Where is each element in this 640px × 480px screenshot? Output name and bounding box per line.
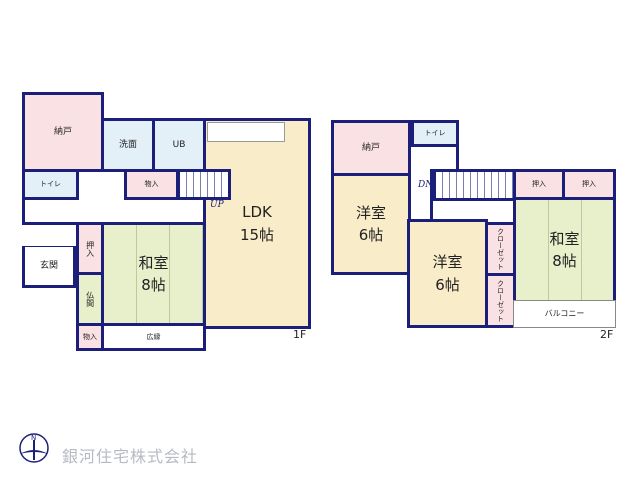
room-toilet-2f: トイレ — [411, 120, 459, 147]
room-oshiire-1f: 押入 — [76, 222, 104, 275]
room-label: トイレ — [424, 129, 446, 138]
floor-label-2f: 2F — [600, 328, 614, 341]
room-label: 玄関 — [39, 260, 58, 271]
room-size: 6帖 — [358, 226, 384, 244]
balcony: バルコニー — [513, 300, 616, 328]
room-label: 納戸 — [361, 142, 380, 153]
room-label: 広縁 — [146, 332, 161, 341]
room-label: 洋室 — [355, 203, 386, 222]
room-storage-1f: 納戸 — [22, 92, 104, 172]
floor-label-1f: 1F — [293, 328, 307, 341]
stairs-down-label: DN — [418, 180, 434, 190]
stairs-up-label: UP — [210, 200, 224, 210]
room-ldk: LDK 15帖 — [203, 118, 311, 329]
room-washitsu-1f: 和室 8帖 — [101, 222, 206, 326]
room-size: 15帖 — [239, 225, 275, 244]
room-label: 和室 — [138, 253, 169, 272]
room-bath: UB — [152, 118, 206, 172]
room-storage-2f: 納戸 — [331, 120, 411, 176]
room-label: 押入 — [532, 180, 546, 189]
room-size: 6帖 — [435, 275, 460, 294]
room-size: 8帖 — [141, 276, 166, 294]
room-label: クローゼット — [496, 279, 505, 322]
kitchen-counter — [207, 122, 285, 142]
room-label: 押入 — [85, 240, 95, 257]
room-western1: 洋室 6帖 — [331, 173, 411, 275]
room-label: 納戸 — [53, 126, 72, 137]
room-butsuma: 仏間 — [76, 272, 104, 326]
room-washroom: 洗面 — [101, 118, 155, 172]
compass-icon: N — [17, 430, 51, 464]
room-western2: 洋室 6帖 — [407, 219, 488, 328]
room-label: クローゼット — [496, 228, 505, 270]
room-closet2-1f: 物入 — [76, 323, 104, 351]
room-closet-1f: 物入 — [124, 169, 179, 200]
room-oshiire1-2f: 押入 — [513, 169, 565, 200]
room-label: 物入 — [83, 332, 97, 341]
compass-north-label: N — [31, 434, 36, 442]
stairs-1f — [177, 169, 231, 200]
room-label: 押入 — [582, 180, 596, 189]
room-entrance: 玄関 — [22, 246, 76, 288]
room-toilet-1f: トイレ — [22, 169, 79, 200]
room-closet2-2f: クローゼット — [485, 273, 516, 328]
room-label: 洗面 — [118, 139, 137, 150]
room-hiroen: 広縁 — [101, 323, 206, 351]
company-name: 銀河住宅株式会社 — [62, 447, 199, 466]
room-label: LDK — [242, 203, 272, 221]
room-label: バルコニー — [544, 309, 585, 319]
room-label: UB — [172, 139, 186, 150]
room-label: 物入 — [144, 180, 159, 189]
room-label: トイレ — [40, 180, 61, 189]
room-closet1-2f: クローゼット — [485, 222, 516, 276]
room-size: 8帖 — [552, 252, 577, 270]
stairs-2f — [433, 169, 516, 201]
room-washitsu-2f: 和室 8帖 — [513, 197, 616, 303]
room-oshiire2-2f: 押入 — [562, 169, 616, 200]
room-label: 仏間 — [85, 291, 95, 307]
room-label: 和室 — [549, 229, 580, 248]
room-label: 洋室 — [432, 253, 463, 271]
